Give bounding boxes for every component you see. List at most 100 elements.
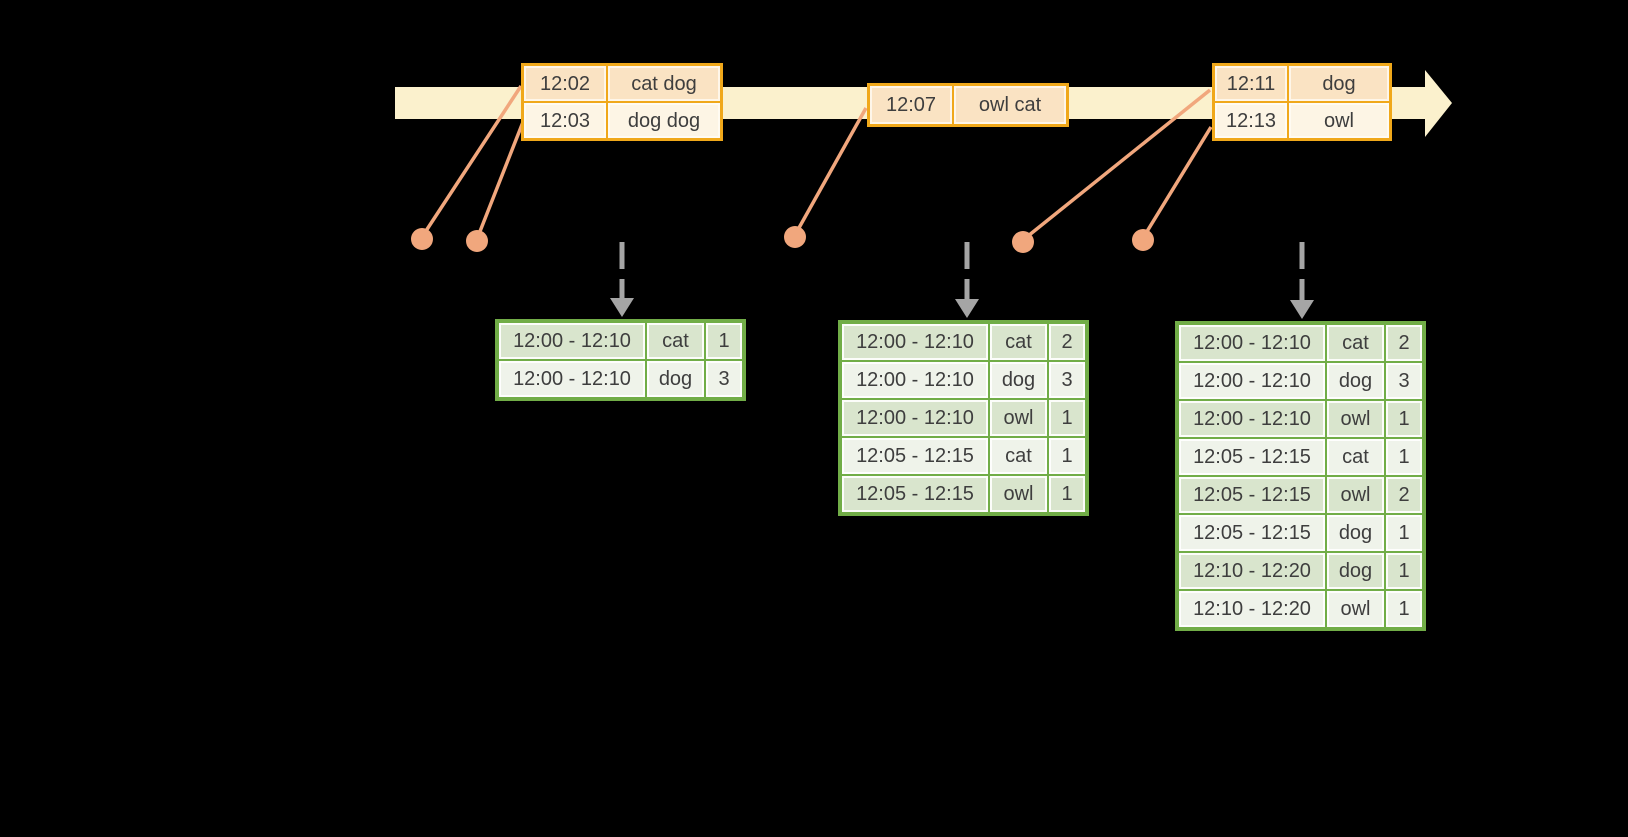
- count-cell: 1: [1047, 436, 1088, 476]
- window-range-cell: 12:05 - 12:15: [1176, 475, 1327, 515]
- count-cell: 1: [704, 320, 745, 361]
- count-cell: 2: [1384, 322, 1425, 363]
- word-cell: cat: [988, 321, 1049, 362]
- arrow-down-icon: [610, 298, 634, 317]
- word-cell: owl: [988, 474, 1049, 515]
- window-range-cell: 12:00 - 12:10: [1176, 361, 1327, 401]
- event-words-cell: owl: [1287, 101, 1392, 141]
- event-connector-line: [475, 121, 525, 240]
- word-cell: cat: [1325, 322, 1386, 363]
- count-cell: 1: [1384, 437, 1425, 477]
- event-marker-dot: [784, 226, 806, 248]
- window-range-cell: 12:00 - 12:10: [839, 398, 990, 438]
- event-time-cell: 12:02: [521, 63, 608, 103]
- window-range-cell: 12:10 - 12:20: [1176, 551, 1327, 591]
- window-range-cell: 12:00 - 12:10: [1176, 399, 1327, 439]
- window-range-cell: 12:00 - 12:10: [839, 360, 990, 400]
- trigger-arrow: [610, 242, 634, 317]
- event-marker-dot: [1132, 229, 1154, 251]
- event-marker-dot: [1012, 231, 1034, 253]
- event-connector-line: [793, 107, 868, 236]
- word-cell: dog: [645, 359, 706, 400]
- window-range-cell: 12:05 - 12:15: [839, 436, 990, 476]
- window-range-cell: 12:00 - 12:10: [496, 320, 647, 361]
- event-connector-line: [420, 85, 523, 238]
- word-cell: dog: [1325, 361, 1386, 401]
- word-cell: dog: [1325, 513, 1386, 553]
- timeline-arrowhead-icon: [1425, 70, 1452, 137]
- arrow-down-icon: [1290, 300, 1314, 319]
- window-range-cell: 12:00 - 12:10: [496, 359, 647, 400]
- count-cell: 2: [1384, 475, 1425, 515]
- event-words-cell: cat dog: [606, 63, 723, 103]
- window-range-cell: 12:05 - 12:15: [1176, 437, 1327, 477]
- window-range-cell: 12:00 - 12:10: [1176, 322, 1327, 363]
- count-cell: 1: [1384, 551, 1425, 591]
- event-words-cell: owl cat: [952, 83, 1069, 127]
- count-cell: 3: [1384, 361, 1425, 401]
- count-cell: 3: [1047, 360, 1088, 400]
- event-time-cell: 12:07: [867, 83, 954, 127]
- word-cell: cat: [645, 320, 706, 361]
- count-cell: 1: [1384, 589, 1425, 630]
- count-cell: 1: [1047, 398, 1088, 438]
- event-marker-dots: [411, 226, 1154, 253]
- count-cell: 1: [1047, 474, 1088, 515]
- trigger-arrows: [610, 242, 1314, 319]
- window-range-cell: 12:05 - 12:15: [1176, 513, 1327, 553]
- event-words-cell: dog: [1287, 63, 1392, 103]
- event-marker-dot: [411, 228, 433, 250]
- window-range-cell: 12:05 - 12:15: [839, 474, 990, 515]
- event-connector-line: [1141, 126, 1213, 239]
- word-cell: dog: [1325, 551, 1386, 591]
- word-cell: owl: [988, 398, 1049, 438]
- word-cell: dog: [988, 360, 1049, 400]
- event-time-cell: 12:11: [1212, 63, 1289, 103]
- window-range-cell: 12:10 - 12:20: [1176, 589, 1327, 630]
- count-cell: 1: [1384, 513, 1425, 553]
- word-cell: cat: [988, 436, 1049, 476]
- count-cell: 1: [1384, 399, 1425, 439]
- event-connector-line: [1021, 88, 1212, 242]
- event-time-cell: 12:13: [1212, 101, 1289, 141]
- word-cell: owl: [1325, 475, 1386, 515]
- word-cell: owl: [1325, 589, 1386, 630]
- event-words-cell: dog dog: [606, 101, 723, 141]
- count-cell: 3: [704, 359, 745, 400]
- word-cell: owl: [1325, 399, 1386, 439]
- trigger-arrow: [1290, 242, 1314, 319]
- count-cell: 2: [1047, 321, 1088, 362]
- trigger-arrow: [955, 242, 979, 318]
- window-range-cell: 12:00 - 12:10: [839, 321, 990, 362]
- word-cell: cat: [1325, 437, 1386, 477]
- arrow-down-icon: [955, 299, 979, 318]
- event-marker-dot: [466, 230, 488, 252]
